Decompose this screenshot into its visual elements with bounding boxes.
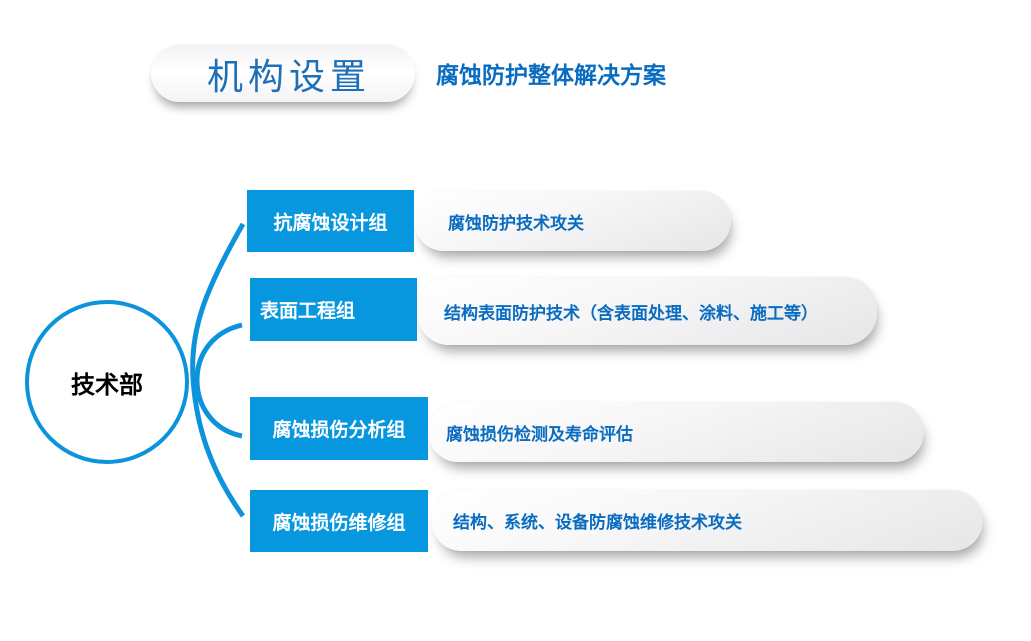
group-label: 腐蚀损伤维修组 [272,511,406,534]
description-text: 腐蚀损伤检测及寿命评估 [446,424,633,445]
section-title-pill: 机构设置 [151,45,415,102]
group-box-corrosion-damage-analysis: 腐蚀损伤分析组 [250,397,428,460]
group-box-surface-engineering: 表面工程组 [250,278,417,341]
group-label: 抗腐蚀设计组 [273,211,388,234]
description-pill-3: 腐蚀损伤检测及寿命评估 [428,402,924,462]
section-title: 机构设置 [206,56,371,98]
hub-node-technical-department: 技术部 [25,300,189,464]
description-pill-2: 结构表面防护技术（含表面处理、涂料、施工等） [417,277,877,345]
inner-connector-arc [194,322,243,439]
group-box-anti-corrosion-design: 抗腐蚀设计组 [247,190,414,252]
hub-label: 技术部 [71,370,143,399]
group-label: 表面工程组 [260,300,356,322]
description-pill-4: 结构、系统、设备防腐蚀维修技术攻关 [431,490,983,551]
description-text: 结构、系统、设备防腐蚀维修技术攻关 [453,513,742,533]
description-pill-1: 腐蚀防护技术攻关 [414,191,731,251]
description-text: 腐蚀防护技术攻关 [448,213,584,234]
outer-connector-arc [190,222,246,518]
page-subtitle: 腐蚀防护整体解决方案 [436,63,666,89]
group-box-corrosion-damage-repair: 腐蚀损伤维修组 [250,490,428,552]
description-text: 结构表面防护技术（含表面处理、涂料、施工等） [444,303,818,324]
group-label: 腐蚀损伤分析组 [272,419,406,441]
